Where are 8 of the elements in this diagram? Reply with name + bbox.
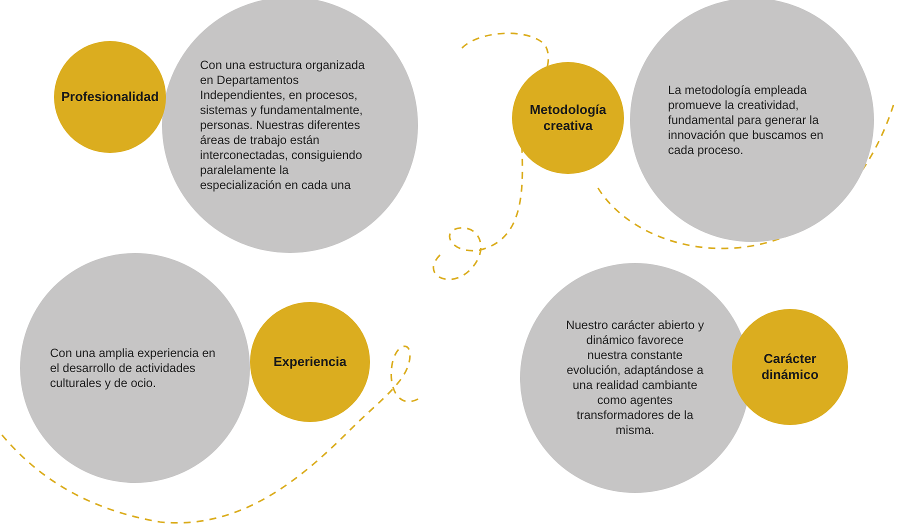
description-text: Con una estructura organizada en Departamentos Independientes, en procesos, sistemas y fundamentalmente, personas. Nuestras diferentes áreas de trabajo están interconectadas, consiguiendo paralelamente la especialización en cada una — [200, 58, 365, 192]
circle-title: Experiencia — [272, 354, 348, 370]
description-text: La metodología empleada promueve la creatividad, fundamental para generar la innovación que buscamos en cada proceso. — [668, 82, 824, 158]
circle-title: Carácter dinámico — [760, 350, 820, 384]
circle-title: Profesionalidad — [60, 88, 160, 106]
description-text: Nuestro carácter abierto y dinámico favorece nuestra constante evolución, adaptándose a una realidad cambiante como agentes transformadores de la misma. — [565, 318, 705, 438]
circle-title: Metodología creativa — [528, 102, 608, 134]
description-text: Con una amplia experiencia en el desarrollo de actividades culturales y de ocio. — [50, 346, 216, 390]
